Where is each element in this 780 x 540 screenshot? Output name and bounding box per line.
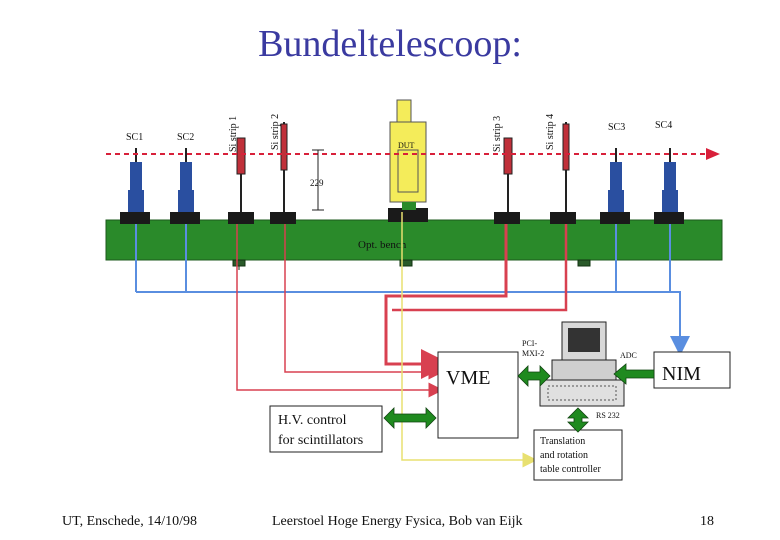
optical-bench [105,219,723,261]
beam-arrow-icon [706,148,720,160]
footer-institute: Leerstoel Hoge Energy Fysica, Bob van Ei… [272,514,523,529]
si-strip-4-label: Si strip 4 [545,114,556,150]
sc3-label: SC3 [608,122,625,133]
dut-detector [389,99,427,210]
hv-control-box [269,405,383,453]
bench-feet [232,259,591,270]
hv-control-line-1: H.V. control [278,413,347,428]
adc-label: ADC [620,351,637,360]
nim-label: NIM [662,363,701,385]
translation-box [533,429,623,481]
page-title: Bundeltelescoop: [258,23,522,65]
sc3-detector [608,148,624,212]
sc4-detector [662,148,678,212]
sc4-label: SC4 [655,120,672,131]
sc2-detector [178,148,194,212]
sc2-label: SC2 [177,132,194,143]
yellow-cable [401,212,538,468]
sc1-label: SC1 [126,132,143,143]
green-arrows [383,363,655,433]
si-strip-4-detector [562,122,570,212]
page-number: 18 [700,514,714,529]
si-strip-3-label: Si strip 3 [492,116,503,152]
hv-control-line-2: for scintillators [278,433,363,448]
rs232-label: RS 232 [596,411,620,420]
blue-cables [135,224,690,356]
si-strip-2-detector [280,122,288,212]
si-strip-3-detector [503,137,513,212]
computer-icon [539,321,625,407]
computer-translation-double-arrow-icon [567,407,589,433]
vme-box [437,351,519,439]
translation-line-2: and rotation [540,450,588,461]
bench-mounts [120,208,684,224]
pci-label-line-1: PCI- [522,339,537,348]
vme-label: VME [446,367,490,389]
si-strip-1-detector [236,137,246,212]
footer-location-date: UT, Enschede, 14/10/98 [62,514,198,529]
dimension-label: 229 [310,178,324,188]
si-strip-1-label: Si strip 1 [228,116,239,152]
pci-label-line-2: MXI-2 [522,349,544,358]
si-strip-2-label: Si strip 2 [270,114,281,150]
translation-line-3: table controller [540,464,601,475]
dut-label: DUT [398,141,415,150]
translation-line-1: Translation [540,436,585,447]
vme-computer-double-arrow-icon [517,365,551,387]
bench-label: Opt. bench [358,239,407,251]
hv-vme-double-arrow-icon [383,407,437,429]
nim-computer-arrow-icon [613,363,655,385]
dimension-marker [312,149,324,211]
sc1-detector [128,148,144,212]
